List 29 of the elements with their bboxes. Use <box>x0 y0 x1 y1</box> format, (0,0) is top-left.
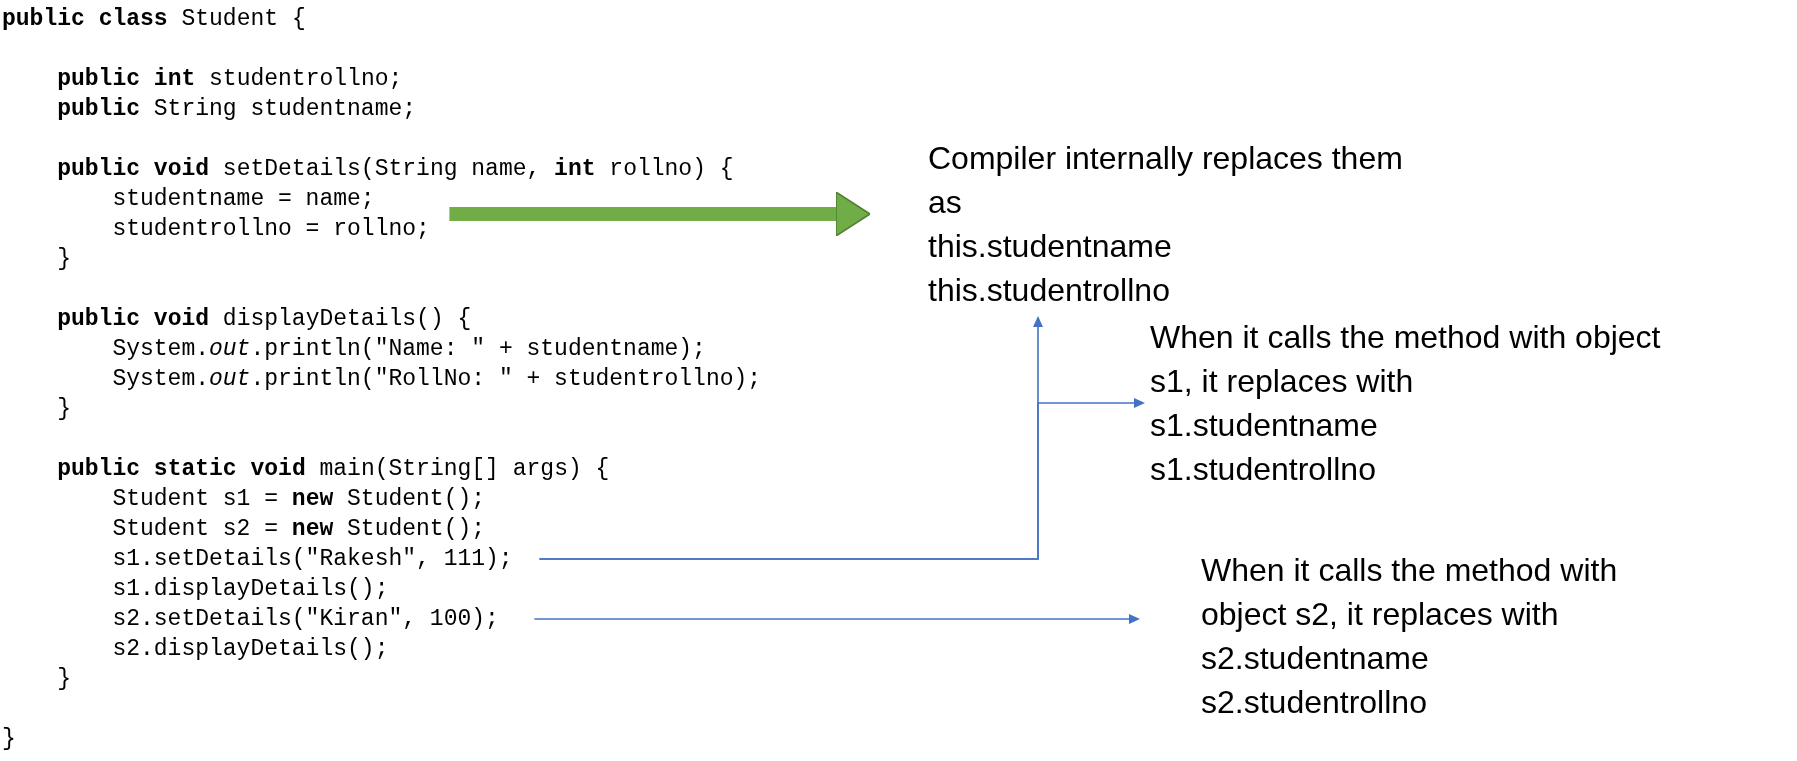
code-line: } <box>57 395 71 424</box>
code-line: public int studentrollno; <box>57 65 403 94</box>
code-line: public void displayDetails() { <box>57 305 472 334</box>
code-line: s2.displayDetails(); <box>112 635 389 664</box>
arrow <box>533 614 1140 624</box>
code-line: public String studentname; <box>57 95 417 124</box>
block-arrow <box>449 191 871 237</box>
code-line: System.out.println("RollNo: " + studentrollno); <box>112 365 762 394</box>
code-line: public void setDetails(String name, int rollno) { <box>57 155 734 184</box>
code-line: } <box>2 725 16 754</box>
code-line: s2.setDetails("Kiran", 100); <box>112 604 533 634</box>
arrow <box>538 398 1145 560</box>
code-line: } <box>57 665 71 694</box>
annotation-text: s2.studentrollno <box>1201 683 1427 722</box>
code-line: s1.displayDetails(); <box>112 575 389 604</box>
code-line: public static void main(String[] args) { <box>57 455 610 484</box>
annotation-text: s1.studentrollno <box>1150 450 1376 489</box>
annotation-text: this.studentrollno <box>928 271 1170 310</box>
annotation-text: this.studentname <box>928 227 1172 266</box>
code-line: Student s2 = new Student(); <box>112 515 486 544</box>
code-line: studentname = name; <box>112 185 375 214</box>
code-line: Student s1 = new Student(); <box>112 485 486 514</box>
code-line: s1.setDetails("Rakesh", 111); <box>112 544 538 574</box>
code-line: } <box>57 245 71 274</box>
code-line: System.out.println("Name: " + studentname); <box>112 335 706 364</box>
code-line: public class Student { <box>2 5 306 34</box>
code-line: studentrollno = rollno; <box>112 215 430 244</box>
annotation-text: s1.studentname <box>1150 406 1378 445</box>
annotation-text: s2.studentname <box>1201 639 1429 678</box>
